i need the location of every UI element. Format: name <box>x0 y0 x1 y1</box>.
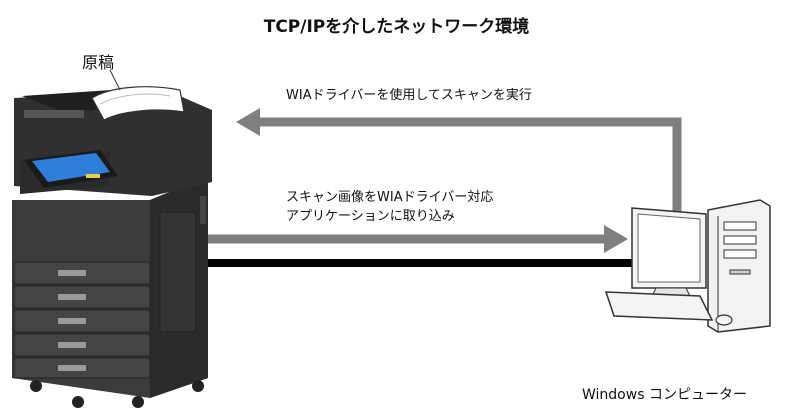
multifunction-printer <box>12 88 212 408</box>
scan-command-arrow <box>236 108 682 214</box>
mouse <box>715 314 733 326</box>
control-panel <box>24 150 118 188</box>
image-transfer-label-line2: アプリケーションに取り込み <box>286 209 455 224</box>
scan-command-label: WIAドライバーを使用してスキャンを実行 <box>286 88 532 103</box>
paper-drawers <box>13 261 151 379</box>
monitor <box>631 207 707 297</box>
original-pointer <box>109 69 121 91</box>
computer-label: Windows コンピューター <box>582 387 747 403</box>
windows-computer <box>604 199 771 333</box>
diagram-title: TCP/IPを介したネットワーク環境 <box>263 17 530 37</box>
image-transfer-label-line1: スキャン画像をWIAドライバー対応 <box>286 190 494 205</box>
original-label: 原稿 <box>82 53 115 72</box>
original-document <box>91 86 185 121</box>
keyboard <box>604 291 714 321</box>
tower <box>707 199 771 333</box>
